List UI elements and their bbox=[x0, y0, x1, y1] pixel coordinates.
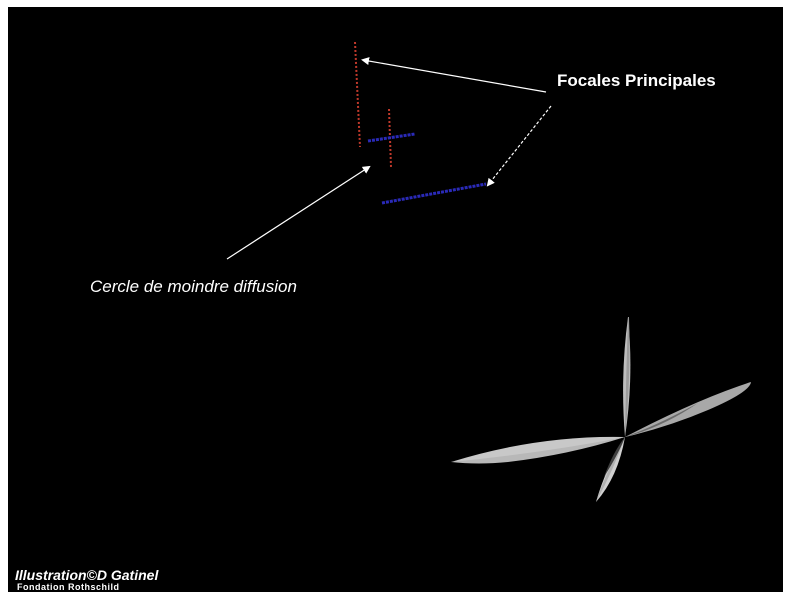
focal-line-vertical bbox=[355, 42, 360, 147]
astigmatic-surface bbox=[451, 317, 751, 502]
diagram-canvas: Focales Principales Cercle de moindre di… bbox=[8, 7, 783, 592]
focales-principales-label: Focales Principales bbox=[557, 71, 716, 91]
focal-line-horizontal bbox=[382, 184, 486, 203]
credit-illustration: Illustration©D Gatinel bbox=[15, 567, 158, 583]
arrow-to-vertical-focal bbox=[363, 60, 546, 92]
credit-fondation: Fondation Rothschild bbox=[17, 582, 120, 592]
arrow-to-horizontal-focal bbox=[488, 106, 551, 185]
cercle-de-moindre-diffusion-label: Cercle de moindre diffusion bbox=[90, 277, 297, 297]
least-confusion-horizontal bbox=[368, 134, 415, 141]
astigmatism-diagram bbox=[8, 7, 783, 592]
arrow-to-least-confusion bbox=[227, 167, 369, 259]
